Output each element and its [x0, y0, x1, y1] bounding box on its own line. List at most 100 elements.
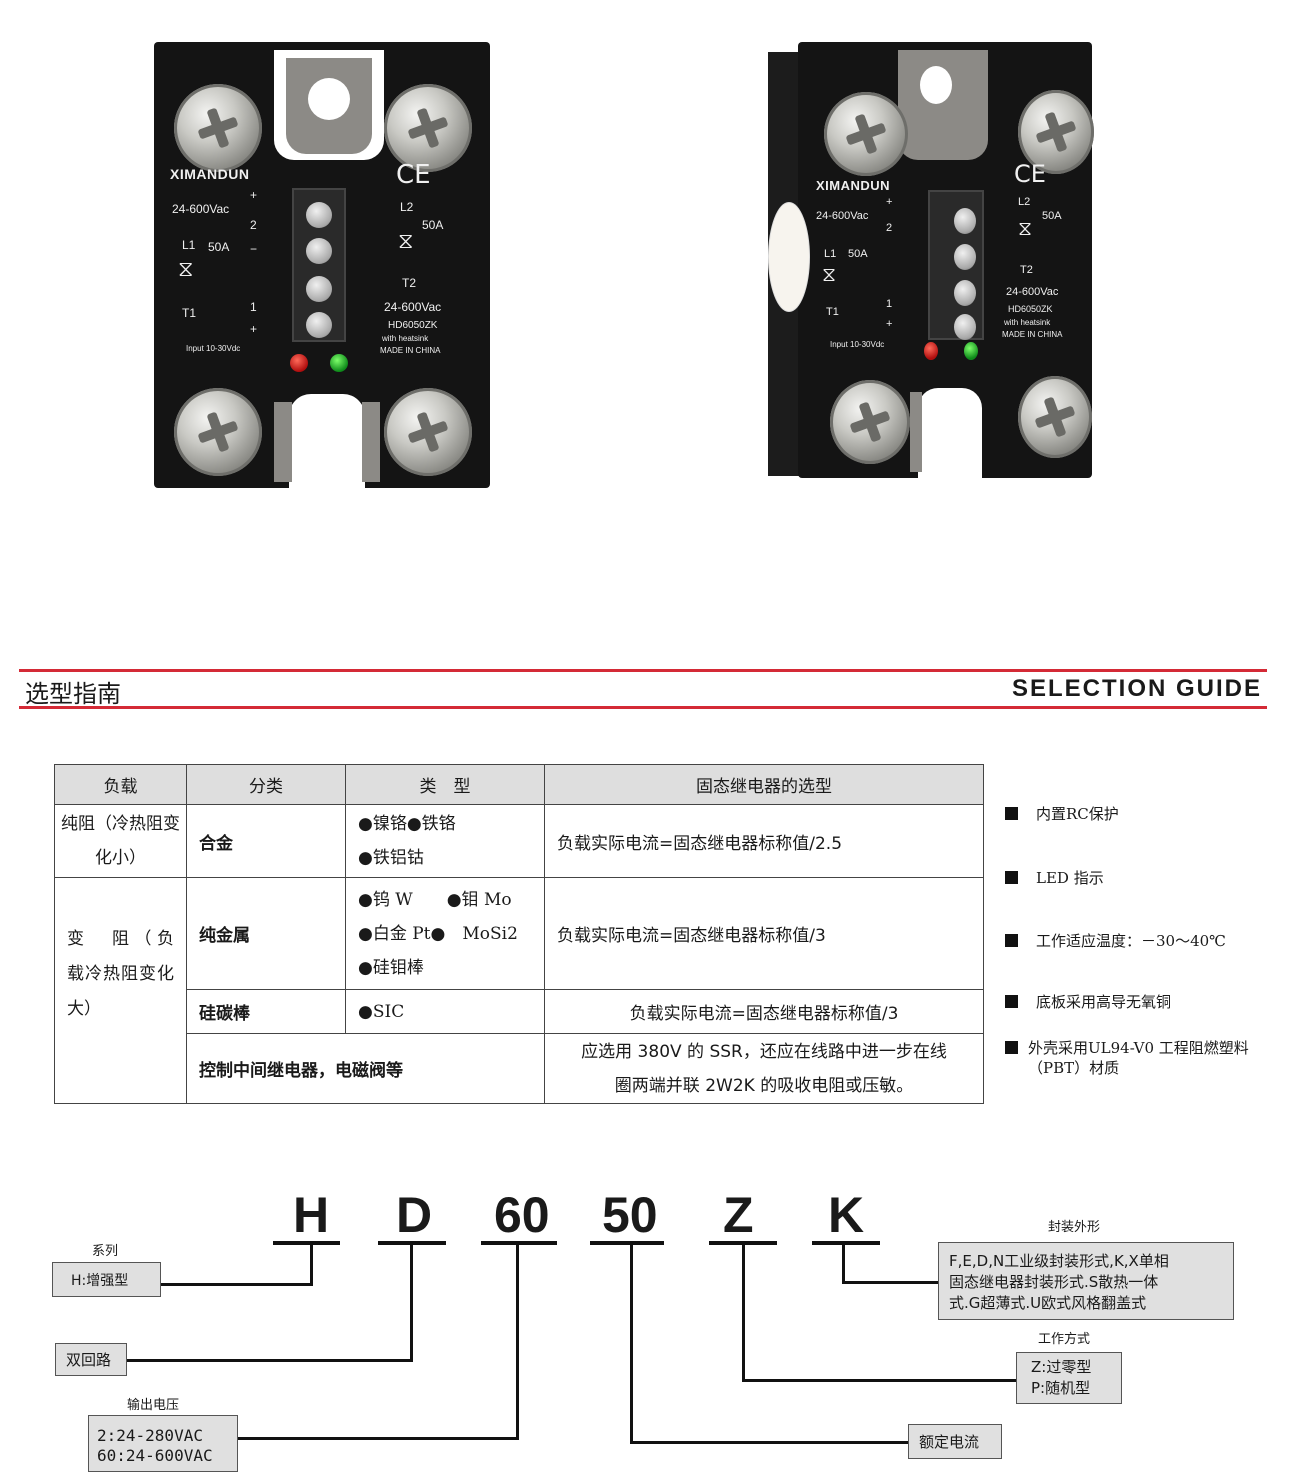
work-mode-option: P:随机型: [1031, 1379, 1091, 1397]
mounting-tab-bottom: [918, 388, 982, 478]
col-header-category: 分类: [186, 764, 346, 805]
t2-label: T2: [1020, 264, 1033, 276]
bullet-square-icon: [1005, 995, 1018, 1008]
rated-current-box: 额定电流: [908, 1424, 1002, 1459]
work-mode-option: Z:过零型: [1031, 1358, 1092, 1376]
code-letter-dual: D: [396, 1187, 433, 1243]
code-letter-mode: Z: [723, 1187, 754, 1243]
l1-label: L1: [824, 248, 837, 260]
voltage-label: 24-600Vac: [172, 202, 230, 216]
heatsink-label: with heatsink: [382, 334, 429, 343]
load-pure-resistive: 纯阻（冷热阻变化小）: [54, 804, 187, 878]
bullet-square-icon: [1005, 934, 1018, 947]
code-underline: [812, 1241, 880, 1245]
terminal-1-label: 1: [250, 300, 257, 314]
package-label: 封装外形: [1048, 1220, 1101, 1235]
series-box: H:增强型: [52, 1262, 161, 1297]
load-terminal-screw: [174, 388, 262, 476]
brand-label: XIMANDUN: [816, 178, 891, 193]
category-cell: 合金: [186, 804, 346, 878]
work-mode-label: 工作方式: [1038, 1332, 1091, 1347]
bullet-square-icon: [1005, 1041, 1018, 1054]
warranty-sticker: [768, 202, 810, 312]
model-label: HD6050ZK: [1008, 304, 1053, 314]
feature-text: 外壳采用UL94-V0 工程阻燃塑料（PBT）材质: [1028, 1039, 1249, 1077]
type-line: ●白金 Pt● MoSi2: [358, 923, 518, 944]
control-terminal-screw: [306, 238, 332, 264]
code-letter-voltage: 60: [494, 1187, 550, 1243]
type-cell: ●SIC: [345, 989, 545, 1034]
t1-label: T1: [826, 306, 839, 318]
feature-item: LED 指示: [1005, 868, 1104, 888]
connector-line: [742, 1244, 745, 1382]
header-rule-bottom: [19, 706, 1267, 709]
dual-loop-box: 双回路: [55, 1343, 127, 1376]
code-underline: [709, 1241, 777, 1245]
selection-line: 圈两端并联 2W2K 的吸收电阻或压敏。: [614, 1075, 914, 1096]
table-row: 变 阻（负 载冷热阻变化大） 纯金属 ●钨 W ●钼 Mo ●白金 Pt● Mo…: [54, 877, 984, 1104]
voltage-label: 24-600Vac: [816, 210, 869, 222]
connector-line: [410, 1244, 413, 1362]
output-voltage-option: 2:24-280VAC: [97, 1426, 203, 1445]
polarity-minus: −: [250, 242, 258, 256]
feature-text: 内置RC保护: [1036, 805, 1119, 823]
load-terminal-screw: [1018, 90, 1094, 174]
bullet-square-icon: [1005, 871, 1018, 884]
polarity-plus: +: [250, 188, 258, 202]
control-terminal-screw: [954, 280, 976, 306]
connector-line: [516, 1244, 519, 1440]
code-letter-series: H: [293, 1187, 330, 1243]
selection-cell: 负载实际电流=固态继电器标称值/2.5: [544, 804, 984, 878]
code-letter-package: K: [828, 1187, 865, 1243]
col-header-type: 类 型: [345, 764, 545, 805]
ce-mark: CE: [1014, 160, 1046, 188]
work-mode-box: Z:过零型 P:随机型: [1016, 1352, 1122, 1404]
ce-mark: CE: [396, 160, 431, 190]
triac-symbol-icon: ⧖: [1018, 218, 1033, 240]
l2-label: L2: [1018, 196, 1031, 208]
amp-label: 50A: [208, 240, 230, 254]
control-terminal-screw: [306, 202, 332, 228]
status-led-green: [964, 342, 978, 360]
selection-table: 负载 分类 类 型 固态继电器的选型 纯阻（冷热阻变化小） 合金 ●镍铬●铁铬 …: [54, 764, 984, 1104]
load-terminal-screw: [830, 380, 910, 464]
mounting-tab-bottom: [289, 394, 365, 488]
feature-text: 工作适应温度：－30～40℃: [1036, 932, 1226, 950]
product-photo-front: XIMANDUN 24-600Vac L1 50A ⧖ T1 + 2 − 1 +…: [154, 42, 490, 488]
mounting-tab-bottom-metal-r: [362, 402, 380, 482]
type-line: ●铁铝钴: [358, 848, 424, 868]
type-line: ●钨 W ●钼 Mo: [358, 889, 512, 910]
code-underline: [378, 1241, 446, 1245]
control-terminal-screw: [954, 244, 976, 270]
table-header-row: 负载 分类 类 型 固态继电器的选型: [54, 764, 984, 805]
mounting-hole: [308, 78, 350, 120]
category-cell: 纯金属: [186, 877, 346, 990]
connector-line: [842, 1281, 938, 1284]
amp-label: 50A: [422, 218, 444, 232]
input-label: Input 10-30Vdc: [830, 340, 885, 349]
col-header-load: 负载: [54, 764, 187, 805]
brand-label: XIMANDUN: [170, 166, 250, 182]
connector-line: [238, 1437, 519, 1440]
t2-label: T2: [402, 276, 417, 290]
output-voltage-box: 2:24-280VAC 60:24-600VAC: [88, 1415, 238, 1472]
header-rule-top: [19, 669, 1267, 672]
voltage-label: 24-600Vac: [384, 300, 442, 314]
connector-line: [842, 1244, 845, 1284]
package-line: F,E,D,N工业级封装形式,K,X单相: [949, 1252, 1169, 1270]
mounting-tab-bottom-metal: [910, 392, 922, 472]
load-terminal-screw: [1018, 376, 1092, 458]
feature-item: 工作适应温度：－30～40℃: [1005, 931, 1226, 951]
heatsink-label: with heatsink: [1004, 318, 1051, 327]
type-cell: ●钨 W ●钼 Mo ●白金 Pt● MoSi2 ●硅钼棒: [345, 877, 545, 990]
connector-line: [310, 1244, 313, 1286]
output-voltage-option: 60:24-600VAC: [97, 1446, 213, 1465]
voltage-label: 24-600Vac: [1006, 286, 1059, 298]
mounting-tab-top-metal: [898, 50, 988, 160]
control-terminal-screw: [306, 312, 332, 338]
type-cell: ●镍铬●铁铬 ●铁铝钴: [345, 804, 545, 878]
series-label: 系列: [92, 1244, 119, 1259]
package-box: F,E,D,N工业级封装形式,K,X单相 固态继电器封装形式.S散热一体 式.G…: [938, 1242, 1234, 1320]
terminal-1-label: 1: [886, 298, 893, 310]
package-line: 固态继电器封装形式.S散热一体: [949, 1273, 1159, 1291]
